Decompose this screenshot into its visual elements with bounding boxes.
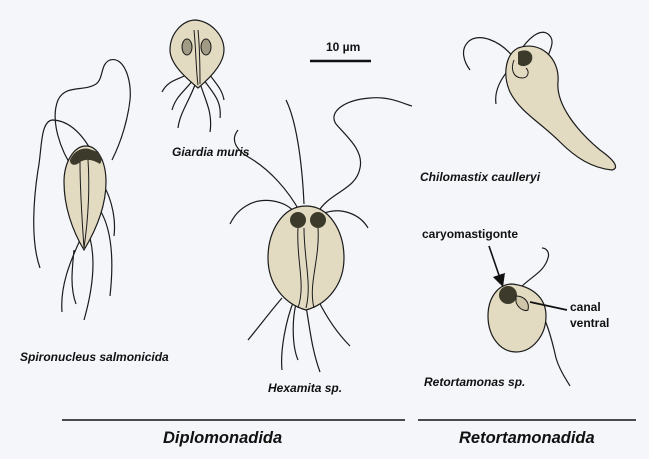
caryomastigonte-arrow [489, 246, 502, 284]
label-spironucleus-salmonicida: Spironucleus salmonicida [20, 350, 169, 364]
label-giardia-muris: Giardia muris [172, 145, 249, 159]
scale-bar-label: 10 µm [326, 40, 360, 54]
hexamita-nucleus-right [310, 212, 326, 228]
spironucleus-cell [34, 60, 131, 320]
label-chilomastix-caulleryi: Chilomastix caulleryi [420, 170, 540, 184]
label-retortamonas-sp: Retortamonas sp. [424, 375, 525, 389]
giardia-nucleus-left [182, 39, 192, 55]
group-label-diplomonadida: Diplomonadida [163, 429, 282, 448]
hexamita-cell [230, 98, 412, 372]
label-hexamita-sp: Hexamita sp. [268, 381, 342, 395]
label-canal: canal [570, 300, 601, 314]
chilomastix-cell [464, 32, 616, 170]
giardia-nucleus-right [201, 39, 211, 55]
group-label-retortamonadida: Retortamonadida [459, 429, 595, 448]
hexamita-nucleus-left [290, 212, 306, 228]
label-ventral: ventral [570, 316, 609, 330]
label-caryomastigonte: caryomastigonte [422, 227, 518, 241]
retortamonas-body [488, 284, 546, 352]
retortamonas-nucleus [499, 286, 517, 304]
giardia-muris-cell [162, 20, 224, 132]
retortamonas-cell [488, 248, 570, 386]
